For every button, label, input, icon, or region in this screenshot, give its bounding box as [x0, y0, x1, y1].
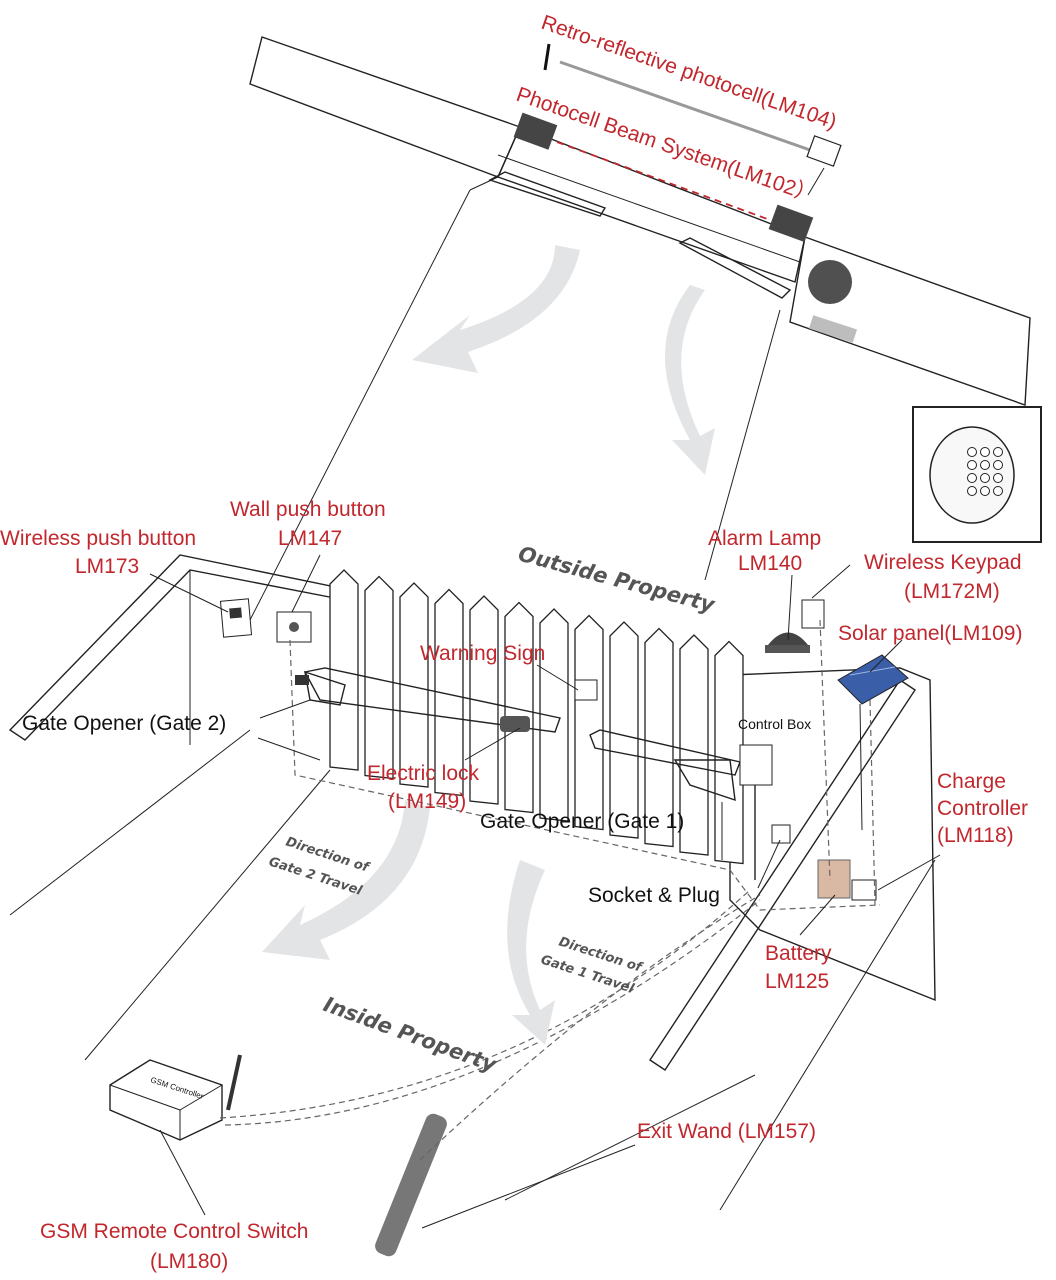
top-view [249, 36, 1031, 621]
keypad-key [980, 447, 990, 457]
keypad-key [967, 447, 977, 457]
label-exit-wand: Exit Wand (LM157) [637, 1120, 816, 1143]
gate-opener-gate-1 [589, 729, 741, 802]
keypad-key [993, 486, 1003, 496]
arrow-gate-2-travel [262, 800, 430, 960]
fence-picket [574, 614, 604, 831]
right-wall [649, 679, 916, 1071]
label-control-box: Control Box [738, 716, 811, 732]
fence-picket [434, 588, 464, 797]
keypad-key [993, 447, 1003, 457]
gsm-device-text: GSM Controller [149, 1075, 205, 1101]
cable-gsm [224, 899, 761, 1126]
label-wireless-push-1: Wireless push button [0, 527, 196, 550]
label-battery-2: LM125 [765, 970, 829, 993]
electric-lock [500, 716, 530, 732]
label-gsm-2: (LM180) [150, 1250, 228, 1273]
warning-sign-plate [574, 679, 598, 701]
label-electric-lock-2: (LM149) [388, 790, 466, 813]
exit-wand-device [375, 1113, 447, 1257]
fence-picket [399, 582, 429, 788]
label-charge-controller-2: Controller [937, 797, 1028, 820]
reflector-bar [543, 43, 551, 71]
fence-picket [329, 569, 359, 771]
label-gsm-1: GSM Remote Control Switch [40, 1220, 308, 1243]
keypad-key [967, 473, 977, 483]
post-circle [808, 260, 852, 304]
label-gate-opener-1: Gate Opener (Gate 1) [480, 810, 684, 833]
gate-arm-top-left [488, 171, 607, 217]
right-pillar-top [789, 236, 1031, 406]
retro-photocell-unit [806, 135, 842, 167]
arrow-top-right [665, 285, 715, 475]
fence-picket [364, 575, 394, 780]
socket-device [771, 824, 791, 844]
cable-run-1 [289, 639, 881, 911]
gate-opener-gate-2 [295, 667, 561, 733]
label-electric-lock-1: Electric lock [367, 762, 480, 785]
keypad-key [967, 486, 977, 496]
keypad-key [967, 460, 977, 470]
keypad-key [980, 486, 990, 496]
label-battery-1: Battery [765, 942, 832, 965]
battery-device [817, 859, 851, 899]
fence-picket [679, 634, 709, 856]
keypad-key [980, 473, 990, 483]
label-gate-opener-2: Gate Opener (Gate 2) [22, 712, 226, 735]
fence-picket [539, 608, 569, 822]
arrow-gate-1-travel [507, 860, 555, 1045]
gate-arm-top-right [678, 237, 792, 299]
gate-leaf-top [497, 126, 806, 283]
fence-picket [714, 640, 744, 865]
fence-picket [504, 601, 534, 814]
label-wall-push-1: Wall push button [230, 498, 386, 521]
solar-panel-device [837, 654, 909, 831]
left-pillar-top [249, 36, 521, 178]
keypad-key [993, 460, 1003, 470]
cable-exit-wand [419, 894, 761, 1161]
label-solar-panel: Solar panel(LM109) [838, 622, 1022, 645]
fence-picket [644, 627, 674, 848]
label-outside-property: Outside Property [516, 542, 719, 618]
label-wireless-keypad-2: (LM172M) [904, 580, 1000, 603]
photocell-receiver [768, 204, 814, 243]
gsm-controller-device [109, 1054, 242, 1141]
arrow-top-left [412, 245, 580, 373]
fence-picket [609, 621, 639, 839]
charge-controller-device [851, 879, 877, 901]
label-inside-property: Inside Property [320, 992, 500, 1077]
label-charge-controller-3: (LM118) [937, 824, 1014, 847]
label-wireless-push-2: LM173 [75, 555, 139, 578]
label-alarm-lamp-1: Alarm Lamp [708, 527, 821, 550]
photocell-beam-line [556, 141, 771, 221]
label-socket-plug: Socket & Plug [588, 884, 720, 907]
keypad-mount [801, 599, 825, 629]
label-wall-push-2: LM147 [278, 527, 342, 550]
label-wireless-keypad-1: Wireless Keypad [864, 551, 1022, 574]
cable-keypad [819, 619, 831, 881]
keypad-key [980, 460, 990, 470]
keypad-keys [967, 447, 1003, 496]
photocell-transmitter [513, 112, 558, 150]
keypad-key [993, 473, 1003, 483]
cable-gsm-2 [219, 889, 751, 1119]
label-charge-controller-1: Charge [937, 770, 1006, 793]
fence-picket [469, 595, 499, 805]
cable-solar [869, 699, 876, 906]
leader-lines [149, 167, 941, 1229]
control-box-device [739, 744, 773, 786]
label-warning-sign: Warning Sign [420, 642, 545, 665]
label-alarm-lamp-2: LM140 [738, 552, 802, 575]
